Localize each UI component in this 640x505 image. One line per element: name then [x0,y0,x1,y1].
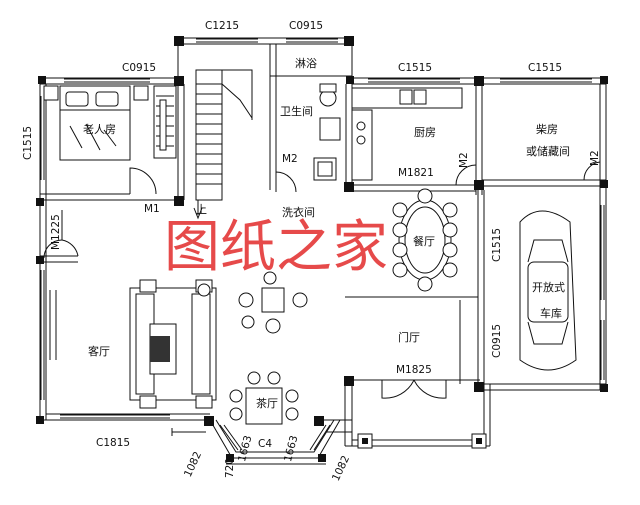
window-c1515-kitchen: C1515 [398,62,433,74]
watermark: 图纸之家 [164,215,388,280]
window-c1515-firewood: C1515 [528,62,563,74]
door-m2-bath: M2 [282,153,298,165]
room-foyer: 门厅 [398,331,420,344]
doors [43,161,601,399]
kitchen-fixtures [351,87,463,181]
bathroom-fixtures [313,83,341,181]
stair-up-label: 上 [196,203,207,216]
window-c0915-right: C0915 [491,323,503,358]
bay-dimensions [171,428,353,465]
living-furniture [129,279,217,409]
room-elder-bedroom: 老人房 [83,123,116,136]
laundry-furniture [238,271,308,334]
door-m2-kitchen: M2 [458,152,470,168]
room-storage: 或储藏间 [526,145,570,158]
room-firewood: 柴房 [536,123,558,136]
window-c4: C4 [258,438,273,450]
room-bathroom: 卫生间 [280,105,313,118]
window-c1815: C1815 [96,437,131,449]
room-garage-open: 开放式 [532,281,565,294]
tea-table [229,371,299,425]
room-living: 客厅 [88,345,110,358]
room-kitchen: 厨房 [414,126,436,139]
window-c0915-left: C0915 [122,62,157,74]
exterior-walls [39,37,607,459]
interior-walls [40,44,606,384]
window-c1515-right: C1515 [491,227,503,262]
door-m1821: M1821 [398,167,434,179]
door-m1225: M1225 [50,214,62,250]
window-c1215: C1215 [205,20,240,32]
dim-720: 720 [224,457,236,478]
room-tea: 茶厅 [256,397,278,410]
car [519,210,577,371]
room-shower: 淋浴 [295,57,317,70]
door-m1825: M1825 [396,364,432,376]
bedroom-furniture [43,85,177,161]
room-laundry: 洗衣间 [282,206,315,219]
dining-table [392,188,458,292]
door-m1: M1 [144,203,160,215]
room-dining: 餐厅 [413,235,435,248]
windows [40,38,605,451]
window-c1515-left: C1515 [22,125,34,160]
room-garage: 车库 [540,307,562,320]
stair[interactable] [193,69,253,220]
door-m2-firewood: M2 [589,150,601,166]
columns [36,36,608,462]
window-c0915-top: C0915 [289,20,324,32]
